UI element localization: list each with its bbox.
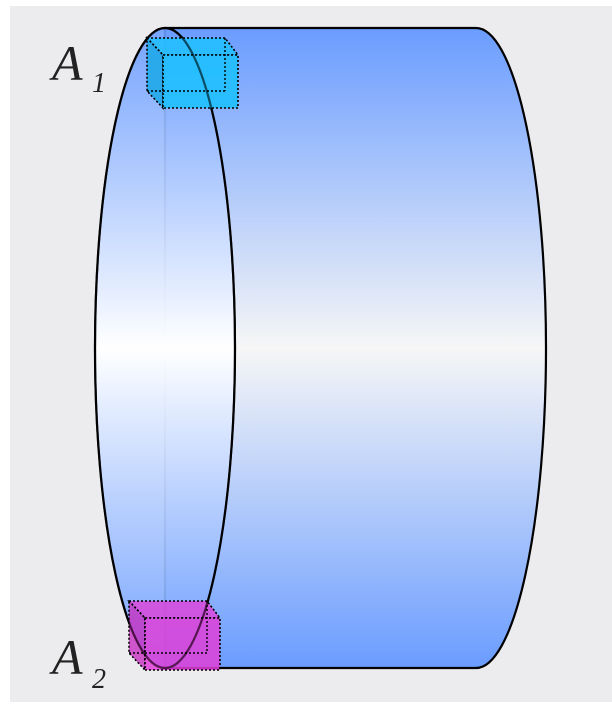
label-a1-letter: A <box>49 35 83 91</box>
cube-a2 <box>127 598 222 673</box>
label-a2-letter: A <box>49 629 83 685</box>
label-a2: A 2 <box>49 629 106 695</box>
cube-a1 <box>145 35 240 111</box>
label-a1: A 1 <box>49 35 106 99</box>
label-a2-subscript: 2 <box>92 664 106 695</box>
cylinder-body <box>163 26 548 670</box>
label-a1-subscript: 1 <box>92 68 106 99</box>
